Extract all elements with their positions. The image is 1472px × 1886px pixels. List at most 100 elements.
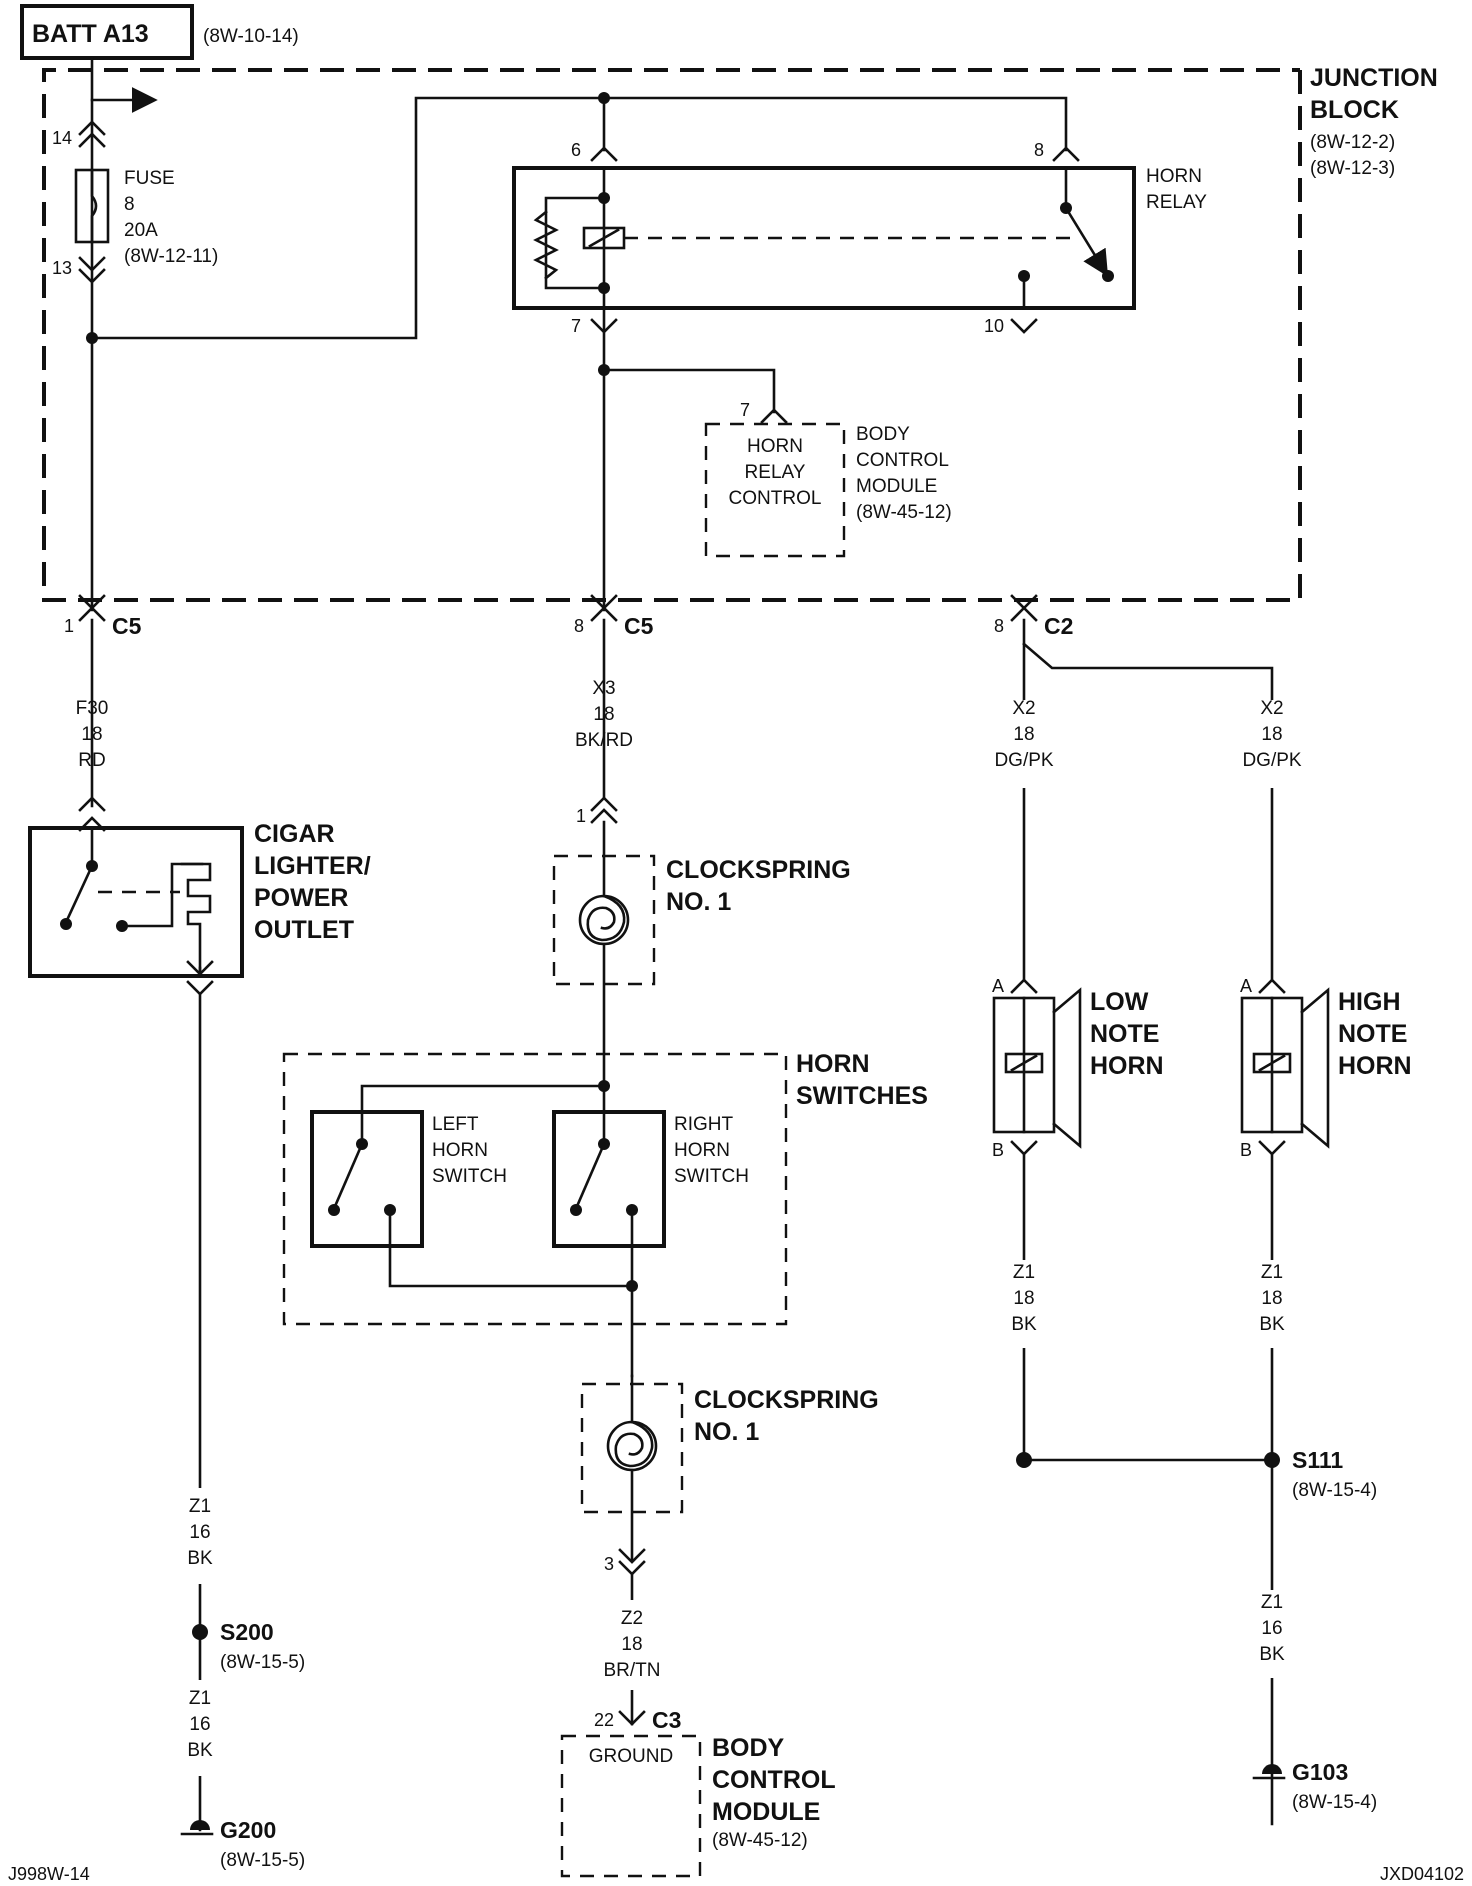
c5-mid-label: C5 <box>624 613 654 639</box>
relay-pin-8-connector <box>1052 146 1080 162</box>
relay-switch-open-contact <box>1102 270 1114 282</box>
c5-pin-8-label: 8 <box>574 616 584 636</box>
c5-pin-8-connector <box>590 594 618 622</box>
fuse-number: 8 <box>124 194 135 215</box>
left-switch-feed <box>360 1084 606 1146</box>
s111-ref: (8W-15-4) <box>1292 1480 1377 1501</box>
g200-wire-label-gap <box>180 1680 220 1776</box>
c3-pin-label: 22 <box>594 1710 614 1730</box>
c5-left-label: C5 <box>112 613 142 639</box>
fuse-pin-13-connector <box>78 256 106 284</box>
c2-pin-8-connector <box>1010 594 1038 622</box>
high-horn-pin-b-connector <box>1258 1140 1286 1156</box>
g103-label: G103 <box>1292 1759 1348 1785</box>
bcm-ground-label: GROUND <box>589 1746 673 1767</box>
z1-high-label-gap <box>1252 1260 1292 1348</box>
bcm-box-line-2: RELAY <box>745 462 806 483</box>
high-horn-coil <box>1252 1052 1292 1074</box>
clockspring-top-title-2: NO. 1 <box>666 888 731 916</box>
left-horn-switch-box <box>310 1110 424 1248</box>
bcm-top-title-1: BODY <box>856 424 910 445</box>
x2-low-label-gap <box>1004 700 1044 788</box>
relay-coil-slash <box>588 228 620 248</box>
high-horn-title-3: HORN <box>1338 1052 1412 1080</box>
x3-gauge: 18 <box>593 704 614 725</box>
z1-high-color: BK <box>1259 1314 1285 1335</box>
low-horn-title-3: HORN <box>1090 1052 1164 1080</box>
z1-high-code: Z1 <box>1261 1262 1283 1283</box>
cigar-lighter-title-4: OUTLET <box>254 916 354 944</box>
junction-block: JUNCTION BLOCK (8W-12-2) (8W-12-3) <box>42 64 1438 602</box>
g200-ref: (8W-15-5) <box>220 1850 305 1871</box>
right-switch-open <box>570 1204 582 1216</box>
bcm-top-title-3: MODULE <box>856 476 937 497</box>
relay-feed-wire <box>90 96 1068 340</box>
footer-right-code: JXD04102 <box>1380 1864 1464 1884</box>
relay-resistor-loop <box>544 196 606 290</box>
z1-lighter-code: Z1 <box>189 1496 211 1517</box>
batt-a13-source: BATT A13 (8W-10-14) <box>20 4 299 60</box>
c2-label: C2 <box>1044 613 1073 639</box>
high-horn-coil-slash <box>1258 1054 1286 1072</box>
lighter-switch-arm <box>66 864 94 920</box>
s111-splice <box>1264 1452 1280 1468</box>
fuse-branch: 14 FUSE 8 20A (8W-12-11) 13 <box>52 56 1068 612</box>
clockspring-bottom-title-2: NO. 1 <box>694 1418 759 1446</box>
bcm-bottom-ref: (8W-45-12) <box>712 1830 808 1851</box>
left-switch-label-1: LEFT <box>432 1114 479 1135</box>
x2-low-color: DG/PK <box>994 750 1053 771</box>
right-switch-arm <box>576 1142 606 1206</box>
z1-g103-label-gap <box>1252 1590 1292 1678</box>
clockspring-top-icon <box>586 894 626 942</box>
z1-high-gauge: 18 <box>1261 1288 1282 1309</box>
c5-pin-1-connector <box>78 594 106 622</box>
batt-a13-box <box>20 4 194 60</box>
horn-switches-title-2: SWITCHES <box>796 1082 928 1110</box>
x3-color: BK/RD <box>575 730 633 751</box>
horns-branch: X2 18 DG/PK X2 18 DG/PK A B LOW NOTE HOR… <box>992 618 1412 1826</box>
clockspring-bottom-pin: 3 <box>604 1554 614 1574</box>
z1-g200-code: Z1 <box>189 1688 211 1709</box>
low-horn-pin-b: B <box>992 1140 1004 1160</box>
bcm-box-line-3: CONTROL <box>729 488 822 509</box>
bcm-pin-7-connector <box>760 408 788 424</box>
fuse-label: FUSE <box>124 168 175 189</box>
low-horn-title-1: LOW <box>1090 988 1149 1016</box>
z1-low-gauge: 18 <box>1013 1288 1034 1309</box>
high-horn-title-1: HIGH <box>1338 988 1401 1016</box>
horn-switch-branch: X3 18 BK/RD 1 CLOCKSPRING NO. 1 HORN SWI… <box>282 618 928 1878</box>
low-horn-pin-a: A <box>992 976 1004 996</box>
bcm-horn-relay-control-box <box>704 422 846 558</box>
fuse-ref: (8W-12-11) <box>124 246 218 267</box>
bcm-box-line-1: HORN <box>747 436 803 457</box>
junction-block-title-2: BLOCK <box>1310 96 1399 124</box>
z1-low-color: BK <box>1011 1314 1037 1335</box>
fuse-rating: 20A <box>124 220 158 241</box>
x2-high-label-gap <box>1252 700 1292 788</box>
left-switch-label-2: HORN <box>432 1140 488 1161</box>
low-horn-bell <box>1052 987 1082 1149</box>
batt-a13-ref: (8W-10-14) <box>203 26 299 47</box>
lighter-open-contact <box>60 918 72 930</box>
c5-pin-1-label: 1 <box>64 616 74 636</box>
x2-high-code: X2 <box>1260 698 1283 719</box>
lighter-wire-label-gap <box>180 1488 220 1584</box>
x2-high-gauge: 18 <box>1261 724 1282 745</box>
x2-high-wire <box>1022 642 1274 982</box>
z1-low-label-gap <box>1004 1260 1044 1348</box>
relay-resistor <box>533 210 559 280</box>
g200-label: G200 <box>220 1817 276 1843</box>
relay-pin-10-label: 10 <box>984 316 1004 336</box>
g103-ref: (8W-15-4) <box>1292 1792 1377 1813</box>
cigar-lighter-title-1: CIGAR <box>254 820 335 848</box>
clockspring-top-pin-connector <box>590 796 618 824</box>
x3-code: X3 <box>592 678 615 699</box>
horn-relay-box <box>512 166 1136 310</box>
relay-switch-arm <box>1064 206 1109 277</box>
z1-g103-code: Z1 <box>1261 1592 1283 1613</box>
z1-g103-color: BK <box>1259 1644 1285 1665</box>
clockspring-top-title-1: CLOCKSPRING <box>666 856 851 884</box>
s111-label: S111 <box>1292 1447 1343 1473</box>
high-horn-pin-b: B <box>1240 1140 1252 1160</box>
